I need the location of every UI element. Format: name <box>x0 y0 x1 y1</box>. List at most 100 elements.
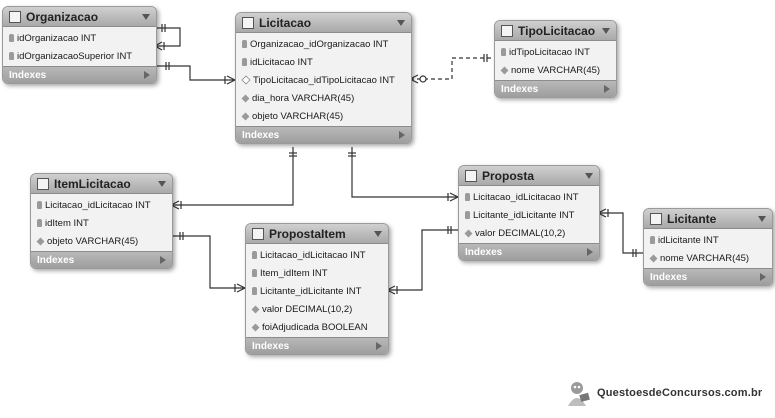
key-icon <box>242 58 247 66</box>
column-label: nome VARCHAR(45) <box>511 64 601 76</box>
table-icon <box>465 169 477 182</box>
chevron-down-icon[interactable] <box>758 215 766 222</box>
key-icon <box>242 40 247 48</box>
column-label: Licitante_idLicitante INT <box>260 285 362 297</box>
column-row[interactable]: idTipoLicitacao INT <box>495 43 616 61</box>
column-row[interactable]: idLicitante INT <box>644 231 772 249</box>
column-row[interactable]: valor DECIMAL(10,2) <box>459 224 599 242</box>
mascot-logo-icon <box>568 382 590 406</box>
table-title: Organizacao <box>26 9 99 24</box>
column-label: valor DECIMAL(10,2) <box>475 227 566 239</box>
diamond-icon <box>649 254 658 262</box>
watermark-text: QuestoesdeConcursos.com.br <box>597 387 763 399</box>
column-row[interactable]: idLicitacao INT <box>236 53 411 71</box>
chevron-down-icon[interactable] <box>142 13 150 20</box>
chevron-down-icon[interactable] <box>158 180 166 187</box>
column-row[interactable]: Licitacao_idLicitacao INT <box>246 246 388 264</box>
column-row[interactable]: Item_idItem INT <box>246 264 388 282</box>
column-row[interactable]: TipoLicitacao_idTipoLicitacao INT <box>236 71 411 89</box>
column-row[interactable]: dia_hora VARCHAR(45) <box>236 89 411 107</box>
indexes-bar[interactable]: Indexes <box>31 251 172 268</box>
column-label: Organizacao_idOrganizacao INT <box>250 38 389 50</box>
column-row[interactable]: Organizacao_idOrganizacao INT <box>236 35 411 53</box>
column-row[interactable]: nome VARCHAR(45) <box>644 249 772 267</box>
table-title: Licitante <box>667 211 717 226</box>
column-row[interactable]: idOrganizacao INT <box>3 29 156 47</box>
table-licitante[interactable]: Licitante idLicitante INT nome VARCHAR(45)… <box>643 208 773 286</box>
table-icon <box>9 10 21 23</box>
column-label: idTipoLicitacao INT <box>509 46 590 58</box>
watermark: QuestoesdeConcursos.com.br <box>563 378 771 408</box>
column-row[interactable]: objeto VARCHAR(45) <box>236 107 411 125</box>
chevron-down-icon[interactable] <box>374 230 382 237</box>
hollow-diamond-icon <box>241 75 251 85</box>
relationship-proposta-propostaitem <box>387 229 458 291</box>
relationship-licitacao-proposta <box>351 147 458 198</box>
column-row[interactable]: idOrganizacaoSuperior INT <box>3 47 156 65</box>
table-title: Proposta <box>482 168 535 183</box>
indexes-bar[interactable]: Indexes <box>495 80 616 97</box>
chevron-down-icon[interactable] <box>397 19 405 26</box>
column-row[interactable]: valor DECIMAL(10,2) <box>246 300 388 318</box>
diamond-icon <box>251 323 260 331</box>
chevron-right-icon[interactable] <box>760 273 766 281</box>
column-label: Item_idItem INT <box>260 267 328 279</box>
chevron-right-icon[interactable] <box>160 256 166 264</box>
table-title: PropostaItem <box>269 226 346 241</box>
indexes-label: Indexes <box>242 129 280 141</box>
indexes-bar[interactable]: Indexes <box>236 126 411 143</box>
indexes-bar[interactable]: Indexes <box>644 268 772 285</box>
column-label: Licitacao_idLicitacao INT <box>45 199 151 211</box>
column-row[interactable]: Licitacao_idLicitacao INT <box>31 196 172 214</box>
column-row[interactable]: foiAdjudicada BOOLEAN <box>246 318 388 336</box>
relationship-licitacao-itemlicitacao <box>171 147 294 206</box>
column-row[interactable]: Licitacao_idLicitacao INT <box>459 188 599 206</box>
chevron-right-icon[interactable] <box>144 71 150 79</box>
indexes-bar[interactable]: Indexes <box>246 337 388 354</box>
table-title: TipoLicitacao <box>518 23 596 38</box>
column-label: idLicitante INT <box>658 234 719 246</box>
table-header[interactable]: PropostaItem <box>246 224 388 244</box>
indexes-bar[interactable]: Indexes <box>3 66 156 83</box>
chevron-down-icon[interactable] <box>585 172 593 179</box>
key-icon <box>37 201 42 209</box>
column-row[interactable]: Licitante_idLicitante INT <box>246 282 388 300</box>
table-tipolicitacao[interactable]: TipoLicitacao idTipoLicitacao INT nome VAR… <box>494 20 617 98</box>
table-header[interactable]: Organizacao <box>3 7 156 27</box>
indexes-label: Indexes <box>37 254 75 266</box>
column-label: idLicitacao INT <box>250 56 313 68</box>
table-header[interactable]: Licitante <box>644 209 772 229</box>
column-row[interactable]: objeto VARCHAR(45) <box>31 232 172 250</box>
chevron-right-icon[interactable] <box>604 85 610 93</box>
chevron-right-icon[interactable] <box>587 248 593 256</box>
table-header[interactable]: ItemLicitacao <box>31 174 172 194</box>
table-title: ItemLicitacao <box>54 176 131 191</box>
table-icon <box>501 24 513 37</box>
chevron-down-icon[interactable] <box>602 27 610 34</box>
chevron-right-icon[interactable] <box>399 131 405 139</box>
table-icon <box>242 16 254 29</box>
key-icon <box>650 236 655 244</box>
column-label: Licitacao_idLicitacao INT <box>260 249 366 261</box>
column-row[interactable]: idItem INT <box>31 214 172 232</box>
diamond-icon <box>464 229 473 237</box>
column-row[interactable]: nome VARCHAR(45) <box>495 61 616 79</box>
column-list: Organizacao_idOrganizacao INT idLicitacao… <box>236 33 411 126</box>
table-header[interactable]: Proposta <box>459 166 599 186</box>
key-icon <box>37 219 42 227</box>
indexes-bar[interactable]: Indexes <box>459 243 599 260</box>
table-header[interactable]: TipoLicitacao <box>495 21 616 41</box>
key-icon <box>501 48 506 56</box>
indexes-label: Indexes <box>9 69 47 81</box>
table-header[interactable]: Licitacao <box>236 13 411 33</box>
column-row[interactable]: Licitante_idLicitante INT <box>459 206 599 224</box>
chevron-right-icon[interactable] <box>376 342 382 350</box>
